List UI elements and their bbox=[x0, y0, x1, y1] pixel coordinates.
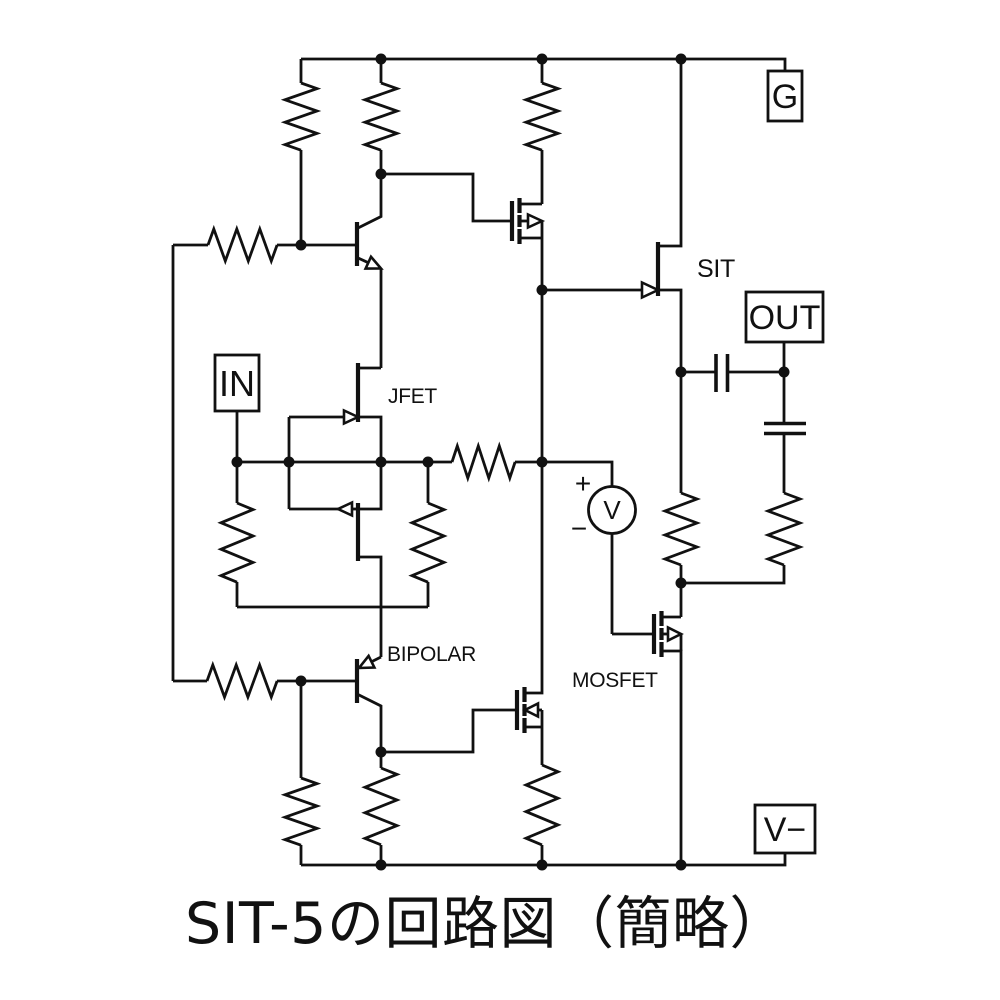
jfet-label: JFET bbox=[388, 385, 437, 408]
gate-wire bbox=[381, 172, 512, 223]
input-bus bbox=[237, 441, 517, 483]
page-title: SIT-5の回路図（簡略） bbox=[185, 891, 787, 957]
resistor-feedback-top bbox=[173, 224, 301, 266]
terminal-in: IN bbox=[213, 353, 261, 462]
emitter-wire bbox=[370, 655, 382, 663]
gate-arrow-icon bbox=[334, 500, 354, 518]
resistor-zigzag bbox=[280, 776, 322, 847]
resistor-sit-source bbox=[661, 372, 701, 583]
body-arrow-icon bbox=[522, 701, 540, 719]
source-wire bbox=[358, 415, 383, 462]
gate-arrow-icon bbox=[342, 408, 362, 426]
resistor-divider-left bbox=[217, 462, 257, 607]
g-label: G bbox=[772, 78, 798, 116]
terminal-v-minus: V− bbox=[753, 803, 817, 855]
drain-wire bbox=[658, 59, 683, 248]
v-minus-label: V− bbox=[764, 811, 807, 849]
resistor-zigzag bbox=[661, 491, 701, 567]
resistor-zigzag bbox=[450, 441, 517, 483]
center-column-wire bbox=[524, 221, 544, 695]
terminal-out: OUT bbox=[744, 290, 825, 344]
top-rail bbox=[301, 57, 787, 71]
gate-wire bbox=[381, 708, 517, 754]
jfet-upper bbox=[289, 363, 383, 462]
mosfet-bottom bbox=[381, 687, 562, 865]
mosfet-label: MOSFET bbox=[572, 669, 658, 692]
jfet-lower bbox=[289, 462, 383, 657]
body-arrow-icon bbox=[526, 212, 546, 230]
source-wire bbox=[658, 288, 683, 372]
sit-transistor bbox=[542, 59, 683, 372]
bipolar-pnp bbox=[301, 653, 383, 752]
in-label: IN bbox=[219, 363, 255, 404]
resistor-bottom-mid bbox=[361, 752, 401, 865]
resistor-top-left bbox=[280, 59, 322, 245]
bipolar-npn bbox=[301, 174, 384, 368]
sit-label: SIT bbox=[697, 255, 735, 283]
in-box bbox=[213, 353, 261, 413]
resistor-zigzag bbox=[280, 81, 322, 152]
emitter-arrow-icon bbox=[356, 653, 377, 670]
body-arrow-icon bbox=[666, 625, 684, 643]
voltage-source-symbol: V bbox=[603, 495, 621, 525]
resistor-divider-right bbox=[408, 462, 448, 607]
terminal-g: G bbox=[766, 69, 804, 123]
drain-wire bbox=[358, 462, 383, 511]
resistor-feedback-bottom bbox=[173, 660, 301, 702]
resistor-zigzag bbox=[206, 224, 279, 266]
out-box bbox=[744, 290, 825, 344]
resistor-zigzag bbox=[360, 81, 402, 152]
output-capacitor bbox=[764, 342, 806, 493]
resistor-zigzag bbox=[408, 501, 448, 584]
coupling-capacitor bbox=[681, 354, 784, 392]
plus-sign: + bbox=[575, 468, 591, 499]
resistor-zigzag bbox=[217, 501, 257, 584]
v-minus-box bbox=[753, 803, 817, 855]
resistor-zigzag bbox=[361, 766, 401, 847]
mosfet-top bbox=[381, 172, 546, 244]
bottom-rail bbox=[301, 853, 787, 867]
mosfet-right bbox=[612, 583, 684, 865]
source-wire bbox=[661, 649, 683, 865]
out-label: OUT bbox=[749, 299, 821, 337]
voltage-source: V + − bbox=[515, 460, 637, 634]
emitter-wire bbox=[356, 256, 369, 264]
resistor-top-right bbox=[521, 59, 563, 204]
resistor-top-mid bbox=[360, 59, 402, 174]
resistor-output bbox=[681, 491, 804, 585]
g-box bbox=[766, 69, 804, 123]
minus-sign: − bbox=[571, 513, 587, 544]
collector-wire bbox=[356, 174, 383, 230]
resistor-zigzag bbox=[521, 81, 563, 152]
gate-arrow-icon bbox=[640, 280, 662, 300]
collector-wire bbox=[356, 692, 383, 752]
resistor-zigzag bbox=[205, 660, 279, 702]
bipolar-label: BIPOLAR bbox=[387, 643, 476, 666]
emitter-arrow-icon bbox=[363, 254, 384, 270]
junction-dots bbox=[231, 53, 790, 871]
resistor-bottom-left bbox=[280, 681, 322, 865]
source-wire bbox=[358, 555, 383, 657]
resistor-zigzag bbox=[764, 491, 804, 567]
resistor-zigzag bbox=[522, 763, 562, 847]
